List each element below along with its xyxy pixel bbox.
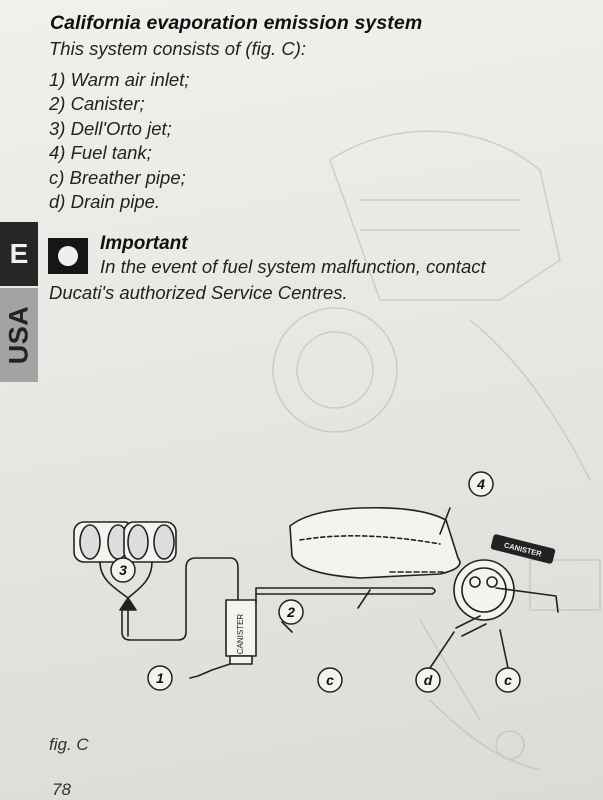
note-text-line-1: In the event of fuel system malfunction,…: [100, 256, 486, 277]
callout-2: 2: [278, 599, 304, 625]
svg-text:1: 1: [156, 670, 164, 686]
svg-text:4: 4: [476, 476, 485, 492]
page-number: 78: [52, 780, 71, 799]
callout-d: d: [415, 667, 441, 693]
callout-1: 1: [147, 665, 173, 691]
section-heading: California evaporation emission system: [50, 12, 423, 34]
callout-3: 3: [110, 557, 136, 583]
list-item: 2) Canister;: [49, 93, 145, 115]
list-item: 1) Warm air inlet;: [49, 69, 190, 90]
language-tab-usa: USA: [0, 288, 38, 382]
callout-4: 4: [468, 471, 494, 497]
fuel-tank: [289, 506, 461, 579]
callout-c-breather: c: [317, 667, 343, 693]
list-item: c) Breather pipe;: [49, 166, 186, 188]
svg-text:2: 2: [286, 604, 295, 620]
language-tab-usa-label: USA: [3, 305, 34, 365]
svg-text:c: c: [326, 672, 334, 688]
tank-cap-detail: [453, 534, 559, 637]
callout-c-cap: c: [495, 667, 521, 693]
note-text-line-2: Ducati's authorized Service Centres.: [49, 282, 348, 303]
important-icon: [48, 238, 88, 274]
note-title: Important: [100, 233, 188, 254]
figure-caption: fig. C: [49, 735, 89, 754]
carburettor-inlets: [73, 521, 177, 611]
language-side-tab: E USA: [0, 222, 38, 382]
canister-label: CANISTER: [236, 614, 245, 655]
svg-text:d: d: [424, 672, 433, 688]
svg-text:c: c: [504, 672, 512, 688]
intro-text: This system consists of (fig. C):: [49, 38, 306, 59]
component-list: 1) Warm air inlet; 2) Canister; 3) Dell'…: [49, 68, 190, 214]
language-tab-e: E: [0, 222, 38, 286]
list-item: 4) Fuel tank;: [49, 142, 152, 164]
list-item: 3) Dell'Orto jet;: [49, 117, 172, 139]
svg-text:3: 3: [119, 562, 127, 578]
emission-system-diagram: CANISTER CANISTER 3 2 1 4 c d c: [73, 471, 559, 693]
canister: [225, 599, 257, 665]
list-item: d) Drain pipe.: [49, 191, 161, 213]
